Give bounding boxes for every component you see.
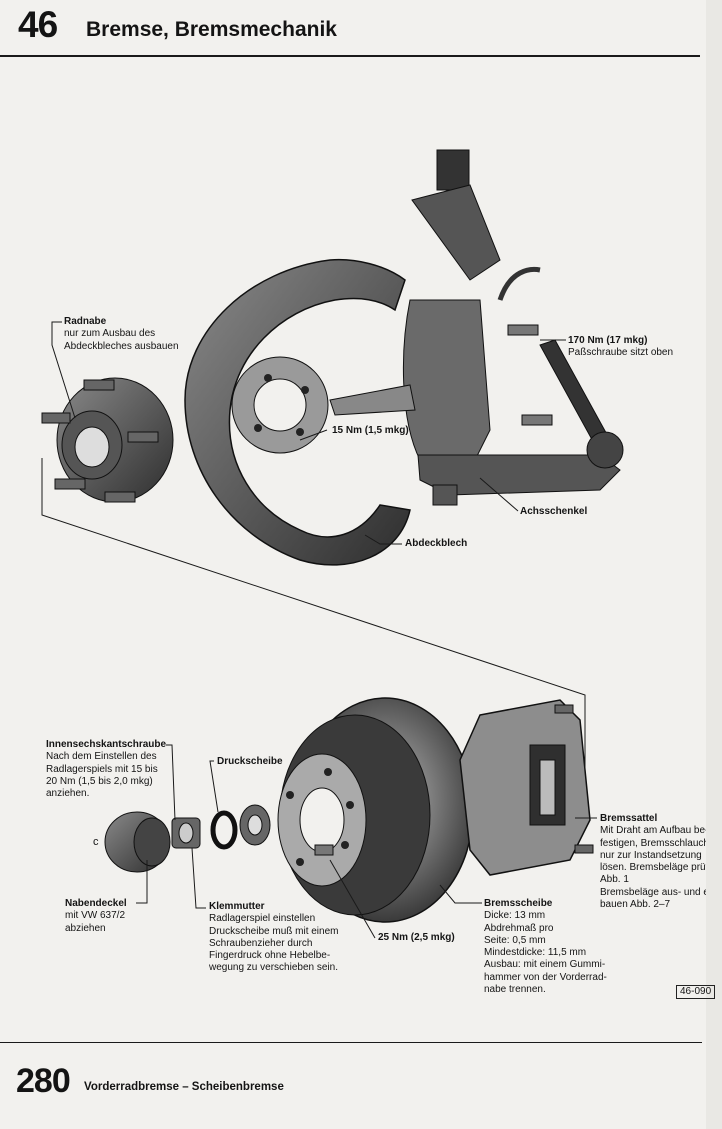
- label-bremssattel-line: nur zur Instandsetzung: [600, 849, 702, 861]
- label-radnabe: Radnabe nur zum Ausbau des Abdeckbleches…: [64, 316, 179, 353]
- label-radnabe-line: Abdeckbleches ausbauen: [64, 340, 179, 352]
- label-bremssattel-line: Mit Draht am Aufbau be-: [600, 825, 706, 837]
- label-innensechskant-line: anziehen.: [46, 788, 90, 800]
- label-torque-15: 15 Nm (1,5 mkg): [332, 425, 409, 436]
- label-nabendeckel-title: Nabendeckel: [65, 898, 127, 909]
- label-druckscheibe: Druckscheibe: [217, 756, 283, 767]
- label-torque-170-line: Paßschraube sitzt oben: [568, 347, 674, 359]
- thrust-washer-drawing: [210, 810, 238, 850]
- chapter-number: 46: [18, 4, 58, 45]
- label-bremssattel-line: lösen. Bremsbeläge prüfen: [600, 862, 706, 874]
- label-bremssattel-line: Bremsbeläge aus- und ein-: [600, 886, 706, 898]
- label-klemmutter: Klemmutter Radlagerspiel einstellen Druc…: [209, 901, 338, 975]
- label-klemmutter-line: wegung zu verschieben sein.: [209, 962, 338, 974]
- label-klemmutter-title: Klemmutter: [209, 901, 265, 912]
- label-bremsscheibe-line: Seite: 0,5 mm: [484, 934, 546, 946]
- label-nabendeckel: Nabendeckel mit VW 637/2 abziehen: [65, 898, 127, 935]
- label-bremssattel: Bremssattel Mit Draht am Aufbau be- fest…: [600, 813, 706, 911]
- label-torque-25: 25 Nm (2,5 mkg): [378, 932, 455, 943]
- dust-shield-drawing: [184, 258, 411, 566]
- label-achsschenkel: Achsschenkel: [520, 506, 588, 517]
- label-radnabe-title: Radnabe: [64, 316, 107, 327]
- label-bremsscheibe-line: Ausbau: mit einem Gummi-: [484, 959, 606, 971]
- chapter-title: Bremse, Bremsmechanik: [86, 18, 337, 41]
- section-title: Vorderradbremse – Scheibenbremse: [84, 1081, 284, 1093]
- label-bremsscheibe-title: Bremsscheibe: [484, 898, 553, 909]
- header-rule: [0, 55, 700, 57]
- label-bremssattel-line: bauen Abb. 2–7: [600, 899, 671, 911]
- stray-mark: c: [93, 836, 99, 848]
- label-abdeckblech: Abdeckblech: [405, 538, 468, 549]
- label-torque-170-title: 170 Nm (17 mkg): [568, 335, 648, 346]
- label-innensechskant-line: Nach dem Einstellen des: [46, 751, 157, 763]
- figure-id: 46-090: [676, 985, 716, 999]
- label-innensechskant-line: Radlagerspiels mit 15 bis: [46, 763, 158, 775]
- page-number: 280: [16, 1062, 71, 1100]
- hub-cap-drawing: [104, 811, 171, 873]
- label-nabendeckel-line: abziehen: [65, 922, 106, 934]
- label-bremsscheibe-line: Mindestdicke: 11,5 mm: [484, 947, 587, 959]
- label-innensechskant-title: Innensechskantschraube: [46, 739, 167, 750]
- label-klemmutter-line: Radlagerspiel einstellen: [209, 913, 316, 925]
- label-bremssattel-line: festigen, Bremsschlauch: [600, 837, 706, 849]
- label-bremsscheibe: Bremsscheibe Dicke: 13 mm Abdrehmaß pro …: [484, 898, 607, 996]
- wheel-hub-drawing: [41, 377, 174, 503]
- label-klemmutter-line: Druckscheibe muß mit einem: [209, 925, 339, 937]
- label-radnabe-line: nur zum Ausbau des: [64, 328, 156, 340]
- label-bremsscheibe-line: nabe trennen.: [484, 984, 546, 996]
- label-bremsscheibe-line: Dicke: 13 mm: [484, 910, 546, 922]
- label-innensechskantschraube: Innensechskantschraube Nach dem Einstell…: [46, 739, 166, 800]
- steering-knuckle-drawing: [329, 149, 624, 506]
- leader-lines: [41, 321, 597, 939]
- label-klemmutter-line: Fingerdruck ohne Hebelbe-: [209, 950, 331, 962]
- label-innensechskant-line: 20 Nm (1,5 bis 2,0 mkg): [46, 775, 153, 787]
- label-bremssattel-title: Bremssattel: [600, 813, 658, 824]
- label-klemmutter-line: Schraubenzieher durch: [209, 937, 313, 949]
- footer-rule: [0, 1042, 702, 1043]
- brake-disc-drawing: [277, 697, 474, 923]
- label-bremssattel-line: Abb. 1: [600, 874, 629, 886]
- label-nabendeckel-line: mit VW 637/2: [65, 910, 126, 922]
- wheel-bearing-drawing: [239, 804, 271, 846]
- label-bremsscheibe-line: Abdrehmaß pro: [484, 922, 554, 934]
- label-torque-170: 170 Nm (17 mkg) Paßschraube sitzt oben: [568, 335, 673, 360]
- label-bremsscheibe-line: hammer von der Vorderrad-: [484, 971, 607, 983]
- brake-caliper-drawing: [459, 699, 594, 876]
- clamp-nut-drawing: [171, 817, 201, 849]
